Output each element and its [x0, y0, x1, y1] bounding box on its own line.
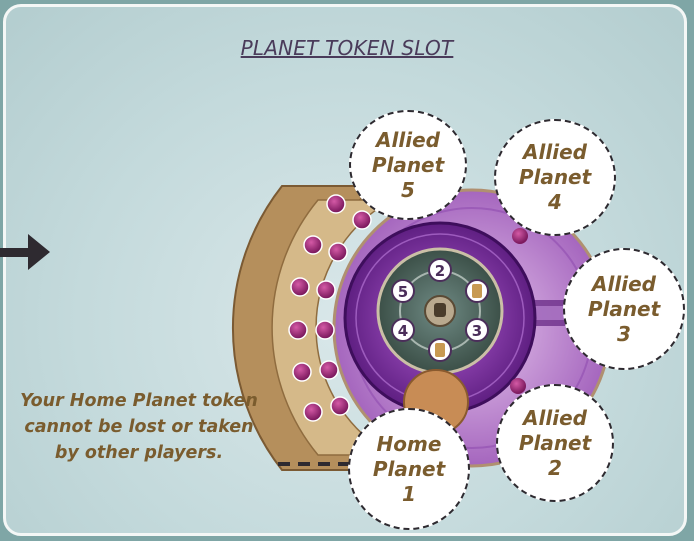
dial-number-2: 2 [429, 259, 451, 281]
allied-planet-2-callout: Allied Planet 2 [496, 384, 614, 502]
svg-text:2: 2 [435, 262, 445, 280]
dial-number-5: 5 [392, 280, 414, 302]
card-icon [466, 280, 488, 302]
card-icon [429, 339, 451, 361]
svg-text:3: 3 [472, 322, 482, 340]
allied-planet-5-callout: Allied Planet 5 [349, 110, 467, 220]
dial-number-3: 3 [466, 319, 488, 341]
dial-number-4: 4 [392, 319, 414, 341]
svg-text:4: 4 [398, 322, 408, 340]
home-planet-caption: Your Home Planet token cannot be lost or… [14, 388, 264, 466]
allied-planet-3-callout: Allied Planet 3 [563, 248, 685, 370]
arrow-right-icon [0, 234, 50, 270]
svg-text:5: 5 [398, 283, 408, 301]
allied-planet-4-callout: Allied Planet 4 [494, 119, 616, 236]
home-planet-1-callout: Home Planet 1 [348, 408, 470, 530]
